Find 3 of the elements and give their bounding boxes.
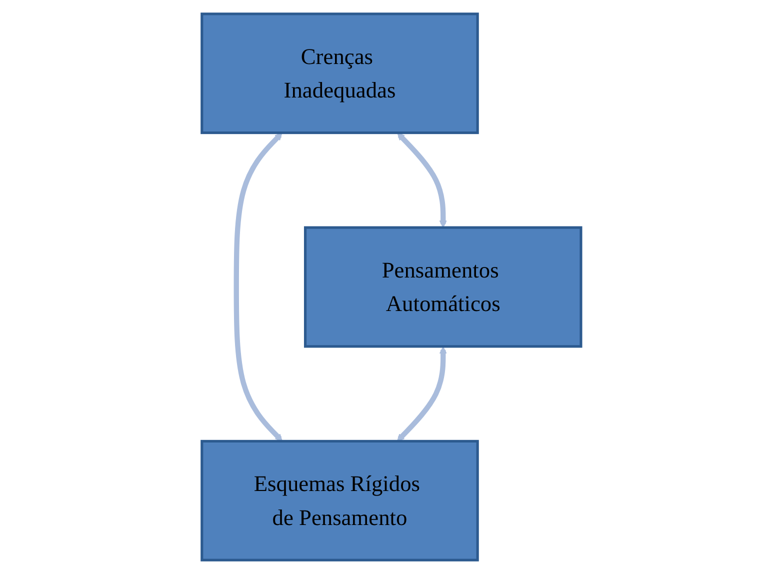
process-box: Esquemas Rígidos de Pensamento	[200, 440, 478, 562]
process-box: Pensamentos Automáticos	[304, 226, 582, 348]
process-box: Crenças Inadequadas	[200, 12, 478, 134]
